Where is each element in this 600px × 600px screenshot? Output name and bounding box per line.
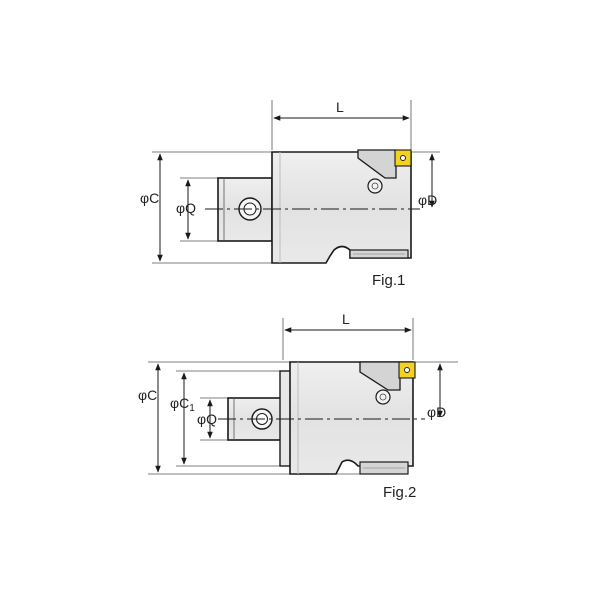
fig1-clamp-screw [367, 178, 383, 194]
fig1-outer-diameter-label: φC [140, 190, 159, 206]
fig2-c1-label: φC1 [170, 395, 195, 414]
fig2-length-label: L [342, 311, 350, 327]
fig2-c1-subscript: 1 [189, 403, 195, 414]
fig1-bore-diameter-label: φD [418, 192, 437, 208]
fig1-insert-hole [400, 155, 406, 161]
fig2-shank-diameter-label: φQ [197, 411, 217, 427]
fig2-bore-diameter-label: φD [427, 404, 446, 420]
fig2-insert-clamp [359, 361, 401, 391]
fig2-caption: Fig.2 [383, 484, 416, 501]
fig1-shank-diameter-label: φQ [176, 200, 196, 216]
figure-2: L φC φC1 φQ φD Fig.2 [138, 311, 458, 501]
fig2-clamp-screw [375, 389, 391, 405]
fig1-length-label: L [336, 99, 344, 115]
fig1-insert-clamp [357, 149, 397, 179]
fig1-extension-lines [152, 100, 440, 264]
fig2-outer-diameter-label: φC [138, 387, 157, 403]
fig2-c1-text: φC [170, 395, 189, 411]
figure-1: L φC φQ φD Fig.1 [140, 99, 440, 289]
fig1-caption: Fig.1 [372, 272, 405, 289]
